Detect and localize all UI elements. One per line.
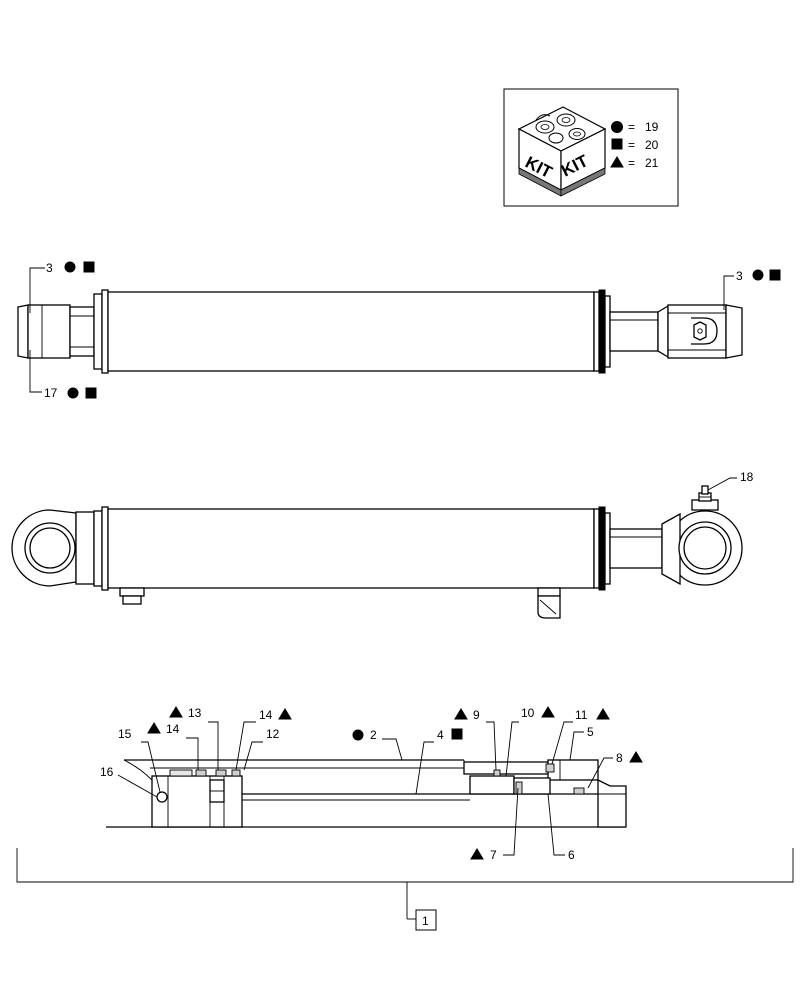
callout-7: 7 bbox=[490, 848, 497, 862]
legend-value-19: 19 bbox=[645, 120, 659, 134]
callout-10: 10 bbox=[521, 706, 535, 720]
legend-eq-2: = bbox=[628, 138, 635, 152]
square-symbol-icon bbox=[769, 269, 781, 281]
callout-18: 18 bbox=[740, 470, 754, 484]
callout-11: 11 bbox=[575, 708, 588, 722]
triangle-symbol-icon bbox=[470, 848, 484, 860]
callout-17: 17 bbox=[44, 386, 58, 400]
kit-legend: KIT KIT = 19 = 20 = 21 bbox=[503, 88, 679, 207]
callout-12: 12 bbox=[266, 727, 280, 741]
callout-14-right: 14 bbox=[259, 708, 273, 722]
circle-symbol-icon bbox=[611, 121, 623, 133]
legend-eq-1: = bbox=[628, 120, 635, 134]
legend-value-21: 21 bbox=[645, 156, 659, 170]
callout-14-left: 14 bbox=[166, 722, 180, 736]
callout-3-right: 3 bbox=[736, 269, 743, 283]
section-callouts: 13 14 14 12 15 16 2 4 9 10 11 bbox=[100, 706, 643, 862]
circle-symbol-icon bbox=[352, 729, 364, 741]
square-symbol-icon bbox=[611, 138, 623, 150]
circle-symbol-icon bbox=[64, 261, 76, 273]
assembly-bracket: 1 bbox=[16, 848, 794, 931]
top-view-callouts: 3 17 3 bbox=[29, 261, 781, 400]
kit-box-icon: KIT KIT bbox=[517, 106, 607, 197]
legend-eq-3: = bbox=[628, 156, 635, 170]
triangle-symbol-icon bbox=[147, 722, 161, 734]
square-symbol-icon bbox=[83, 261, 95, 273]
callout-5: 5 bbox=[587, 725, 594, 739]
square-symbol-icon bbox=[85, 387, 97, 399]
callout-1-box bbox=[415, 909, 437, 931]
triangle-symbol-icon bbox=[629, 751, 643, 763]
cylinder-top-view bbox=[17, 289, 743, 374]
square-symbol-icon bbox=[451, 728, 463, 740]
cylinder-section-detail bbox=[106, 759, 627, 828]
side-view-callouts: 18 bbox=[707, 470, 754, 491]
callout-8: 8 bbox=[616, 751, 623, 765]
callout-3-left: 3 bbox=[46, 261, 53, 275]
triangle-symbol-icon bbox=[610, 156, 624, 168]
callout-9: 9 bbox=[473, 708, 480, 722]
circle-symbol-icon bbox=[67, 387, 79, 399]
callout-4: 4 bbox=[437, 728, 444, 742]
triangle-symbol-icon bbox=[454, 708, 468, 720]
triangle-symbol-icon bbox=[169, 706, 183, 718]
circle-symbol-icon bbox=[752, 269, 764, 281]
callout-6: 6 bbox=[568, 848, 575, 862]
callout-2: 2 bbox=[370, 728, 377, 742]
legend-value-20: 20 bbox=[645, 138, 659, 152]
cylinder-side-view bbox=[11, 485, 743, 619]
callout-16: 16 bbox=[100, 765, 114, 779]
triangle-symbol-icon bbox=[278, 708, 292, 720]
callout-1: 1 bbox=[422, 914, 429, 928]
triangle-symbol-icon bbox=[541, 706, 555, 718]
callout-13: 13 bbox=[188, 706, 202, 720]
callout-15: 15 bbox=[118, 727, 132, 741]
triangle-symbol-icon bbox=[596, 708, 610, 720]
